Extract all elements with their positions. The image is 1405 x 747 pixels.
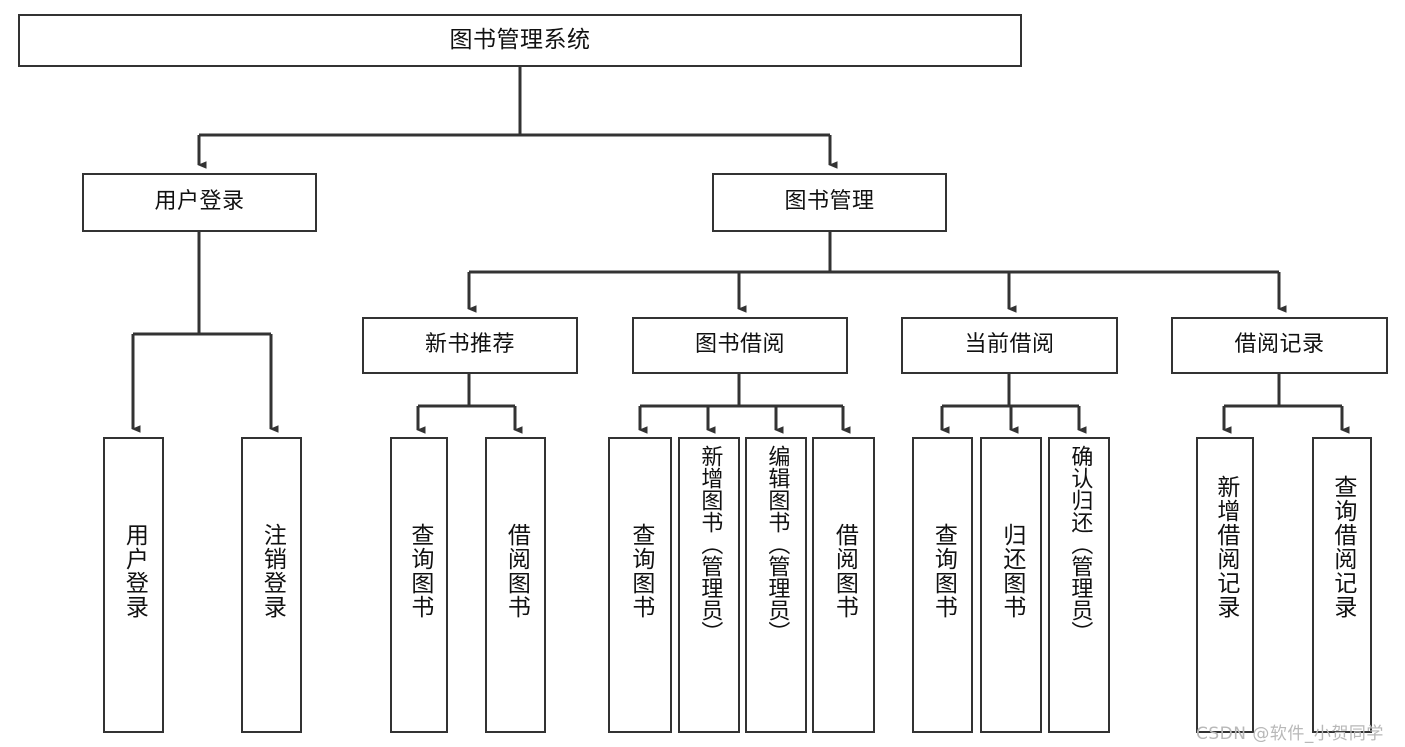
node-book-manage[interactable]: 图书管理 bbox=[712, 173, 947, 232]
node-label: 图书管理 bbox=[784, 189, 875, 215]
node-label: 归还图书 bbox=[998, 523, 1025, 619]
csdn-watermark: CSDN @软件_小贺同学 bbox=[1196, 724, 1384, 744]
leaf-query-book-recommend[interactable]: 查询图书 bbox=[390, 437, 448, 733]
leaf-borrow-book-borrow[interactable]: 借阅图书 bbox=[812, 437, 875, 733]
node-label: 查询图书 bbox=[406, 523, 433, 619]
leaf-borrow-book-recommend[interactable]: 借阅图书 bbox=[485, 437, 546, 733]
node-label: 新增借阅记录 bbox=[1212, 475, 1239, 619]
node-user-login[interactable]: 用户登录 bbox=[82, 173, 317, 232]
node-label: 当前借阅 bbox=[964, 332, 1055, 358]
node-label: 借阅图书 bbox=[831, 523, 858, 619]
node-label: 查询借阅记录 bbox=[1329, 475, 1356, 619]
node-label: 确认归还（管理员） bbox=[1067, 445, 1093, 643]
node-label: 注销登录 bbox=[259, 523, 286, 619]
node-label: 查询图书 bbox=[627, 523, 654, 619]
node-label: 用户登录 bbox=[154, 189, 245, 215]
node-label: 新书推荐 bbox=[424, 332, 515, 358]
node-current-borrow[interactable]: 当前借阅 bbox=[901, 317, 1118, 374]
leaf-user-login[interactable]: 用户登录 bbox=[103, 437, 164, 733]
node-label: 用户登录 bbox=[121, 523, 148, 619]
leaf-query-book-current[interactable]: 查询图书 bbox=[912, 437, 973, 733]
node-root-system[interactable]: 图书管理系统 bbox=[18, 14, 1022, 67]
node-label: 图书管理系统 bbox=[449, 26, 591, 53]
leaf-add-book-admin[interactable]: 新增图书（管理员） bbox=[678, 437, 740, 733]
node-label: 新增图书（管理员） bbox=[697, 445, 723, 643]
leaf-return-book[interactable]: 归还图书 bbox=[980, 437, 1042, 733]
node-label: 借阅图书 bbox=[503, 523, 530, 619]
leaf-edit-book-admin[interactable]: 编辑图书（管理员） bbox=[745, 437, 807, 733]
node-label: 查询图书 bbox=[930, 523, 957, 619]
node-label: 借阅记录 bbox=[1234, 332, 1325, 358]
node-label: 图书借阅 bbox=[694, 332, 785, 358]
node-borrow-record[interactable]: 借阅记录 bbox=[1171, 317, 1388, 374]
node-new-book-recommend[interactable]: 新书推荐 bbox=[362, 317, 578, 374]
leaf-confirm-return-admin[interactable]: 确认归还（管理员） bbox=[1048, 437, 1110, 733]
leaf-logout-login[interactable]: 注销登录 bbox=[241, 437, 302, 733]
leaf-query-borrow-record[interactable]: 查询借阅记录 bbox=[1312, 437, 1372, 733]
node-book-borrow[interactable]: 图书借阅 bbox=[632, 317, 848, 374]
leaf-add-borrow-record[interactable]: 新增借阅记录 bbox=[1196, 437, 1254, 733]
leaf-query-book-borrow[interactable]: 查询图书 bbox=[608, 437, 672, 733]
node-label: 编辑图书（管理员） bbox=[764, 445, 790, 643]
